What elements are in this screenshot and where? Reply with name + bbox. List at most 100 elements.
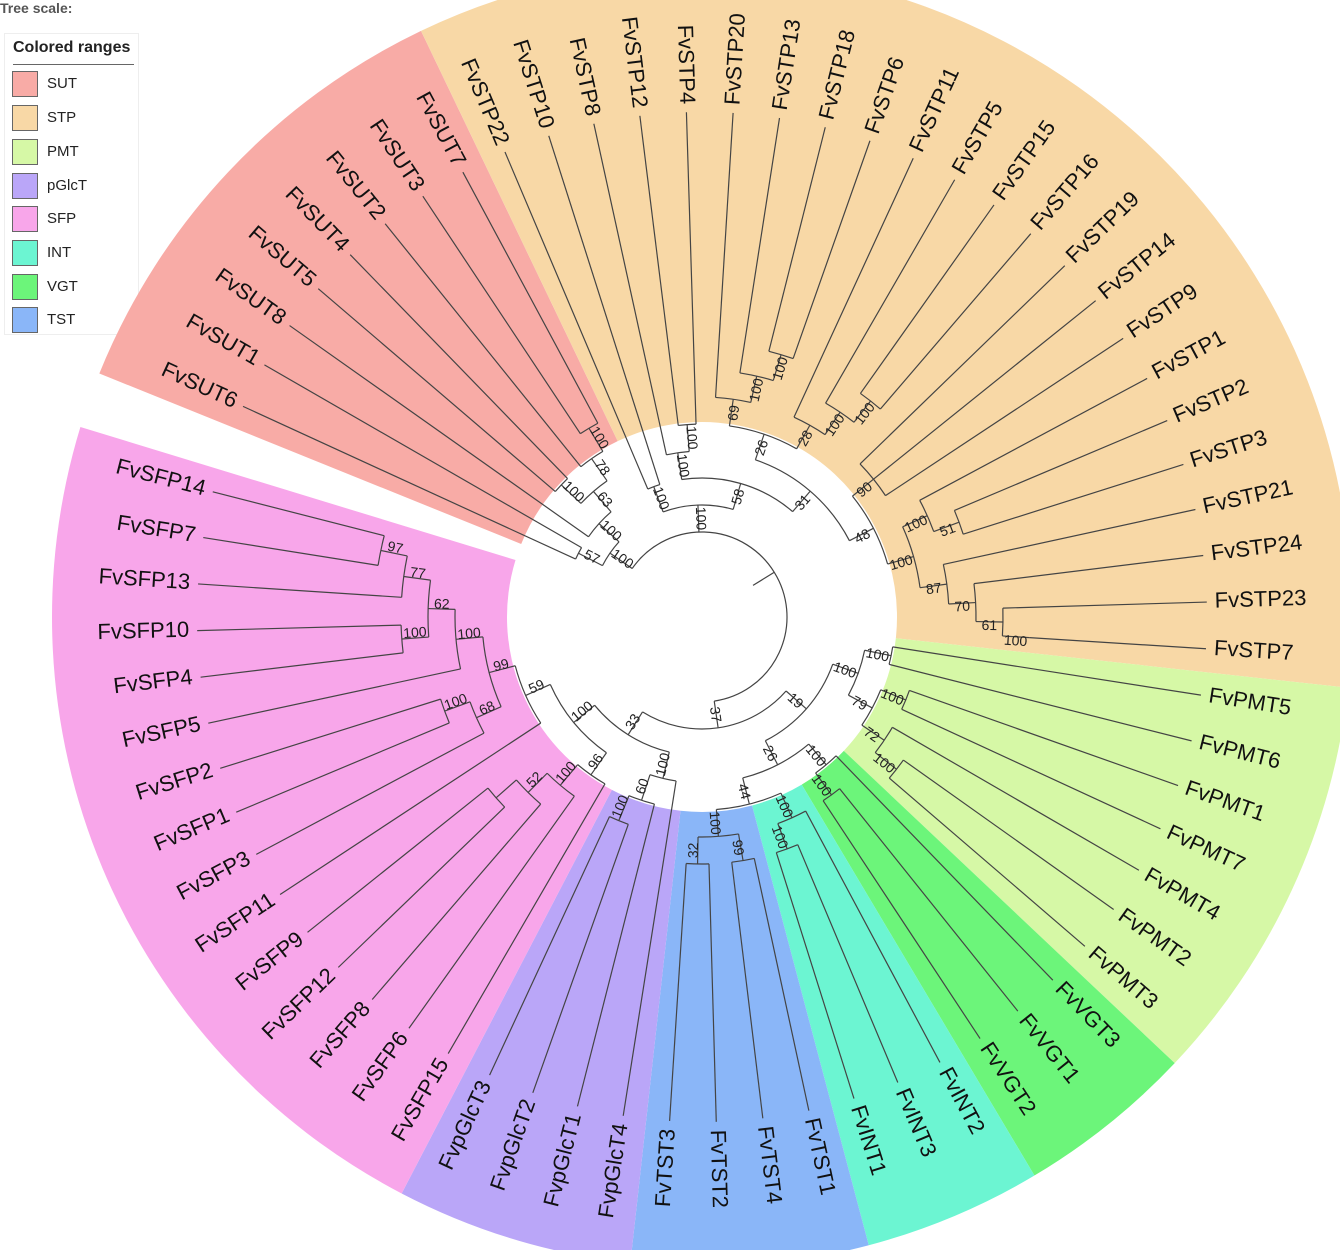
- branch-line: [948, 601, 976, 605]
- branch-line: [408, 795, 575, 1029]
- branch-line: [598, 523, 620, 543]
- colored-ranges-layer: [52, 0, 1340, 1250]
- bootstrap-value: 99: [492, 655, 511, 674]
- branch-line: [639, 115, 679, 426]
- branch-line: [822, 800, 981, 1039]
- bootstrap-value: 51: [937, 519, 957, 539]
- branch-line: [560, 484, 582, 504]
- branch-line: [203, 536, 379, 566]
- branch-line: [622, 780, 677, 1116]
- bootstrap-value: 60: [632, 776, 652, 796]
- bootstrap-value: 37: [707, 706, 725, 724]
- branch-line: [728, 399, 734, 427]
- branch-line: [848, 694, 873, 709]
- branch-line: [792, 140, 871, 359]
- branch-line: [777, 823, 788, 850]
- legend-item-sfp: SFP: [12, 206, 137, 232]
- legend-item-stp: STP: [12, 105, 137, 131]
- legend-swatch: [12, 173, 38, 199]
- branch-arc: [716, 792, 782, 811]
- bootstrap-value: 78: [592, 456, 614, 478]
- bootstrap-value: 100: [888, 551, 915, 573]
- branch-line: [279, 722, 542, 896]
- branch-line: [525, 683, 551, 696]
- bootstrap-value: 100: [652, 751, 673, 778]
- bootstrap-value: 100: [683, 425, 701, 450]
- bootstrap-value: 63: [594, 488, 616, 510]
- branch-line: [255, 732, 485, 855]
- bootstrap-value: 87: [925, 579, 943, 597]
- branch-line: [902, 515, 928, 528]
- branch-line: [943, 508, 1196, 566]
- bootstrap-value: 79: [849, 692, 870, 714]
- branch-arc: [765, 663, 834, 742]
- branch-line: [212, 491, 385, 537]
- branch-line: [198, 583, 402, 598]
- branch-line: [317, 288, 556, 492]
- branch-line: [849, 527, 874, 542]
- branch-line: [853, 400, 872, 423]
- branch-line: [590, 752, 607, 776]
- branch-arc: [822, 788, 840, 802]
- bootstrap-value: 100: [403, 623, 428, 641]
- branch-line: [349, 254, 568, 479]
- range-sfp: [52, 426, 612, 1194]
- branch-line: [422, 195, 581, 435]
- branch-line: [384, 223, 582, 468]
- legend-swatch: [12, 206, 38, 232]
- branch-line: [697, 505, 700, 533]
- branch-line: [593, 123, 668, 455]
- leaf-label: FvSTP7: [1213, 635, 1294, 665]
- branch-arc: [1001, 608, 1004, 636]
- leaf-label: FvSTP20: [719, 13, 750, 106]
- legend-item-tst: TST: [12, 307, 137, 333]
- branch-line: [825, 179, 956, 404]
- legend-label: TST: [47, 311, 76, 328]
- branch-line: [618, 795, 630, 821]
- branch-arc: [953, 510, 964, 535]
- branch-line: [839, 788, 1019, 1012]
- branch-line: [713, 701, 719, 728]
- branch-line: [592, 491, 612, 513]
- legend-label: INT: [47, 244, 72, 261]
- legend-swatch: [12, 274, 38, 300]
- branch-line: [888, 777, 1086, 947]
- branch-line: [754, 434, 765, 461]
- branch-line: [576, 803, 655, 1107]
- branch-line: [775, 852, 855, 1099]
- branch-line: [1029, 637, 1207, 650]
- branch-line: [197, 624, 402, 632]
- legend-swatch: [12, 139, 38, 165]
- branch-arc: [549, 684, 607, 754]
- branch-line: [888, 663, 1192, 742]
- legend-item-sut: SUT: [12, 71, 137, 97]
- legend-label: SFP: [47, 210, 77, 227]
- branch-line: [715, 809, 719, 837]
- colored-ranges-legend: Colored ranges SUT STP PMT pGlcT SFP INT…: [4, 33, 139, 335]
- legend-divider: [13, 64, 134, 65]
- branch-arc: [427, 580, 432, 638]
- branch-arc: [401, 555, 408, 598]
- branch-line: [1002, 635, 1030, 639]
- bootstrap-value: 100: [707, 811, 725, 836]
- bootstrap-value: 100: [769, 823, 792, 851]
- branch-line: [685, 112, 697, 425]
- branch-line: [337, 806, 506, 968]
- branch-arc: [631, 531, 788, 702]
- branch-line: [236, 722, 450, 813]
- branch-arc: [698, 833, 739, 838]
- branch-line: [753, 858, 810, 1111]
- branch-arc: [851, 495, 889, 565]
- bootstrap-value: 28: [794, 427, 816, 449]
- branch-line: [859, 204, 995, 394]
- branch-line: [973, 554, 1204, 585]
- branch-arc: [580, 450, 604, 468]
- branch-arc: [642, 690, 787, 730]
- branch-line: [885, 337, 1124, 497]
- leaf-label: FvSTP4: [673, 24, 700, 104]
- branch-arc: [742, 743, 810, 779]
- branch-line: [588, 427, 604, 452]
- legend-swatch: [12, 307, 38, 333]
- bootstrap-value: 72: [861, 723, 883, 745]
